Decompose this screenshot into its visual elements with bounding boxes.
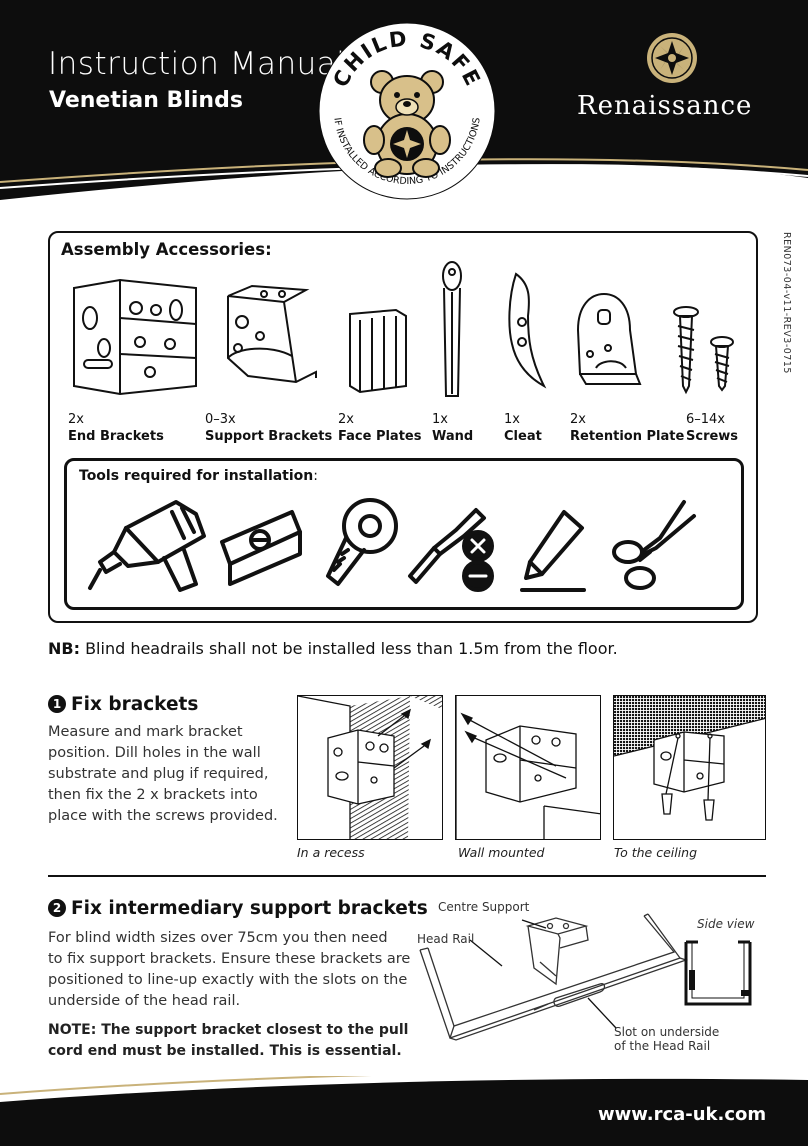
centre-support-label: Centre Support <box>438 900 530 914</box>
end-brackets-label: End Brackets <box>68 429 164 444</box>
tools-title: Tools required for installation: <box>79 468 318 484</box>
support-brackets-label: Support Brackets <box>205 429 333 444</box>
slot-label-line2: of the Head Rail <box>614 1039 711 1053</box>
ceiling-diagram <box>613 695 766 840</box>
page-subtitle: Venetian Blinds <box>49 88 243 113</box>
screws-label: Screws <box>686 429 739 444</box>
brand-name: Renaissance <box>577 91 753 121</box>
recess-caption: In a recess <box>297 845 365 860</box>
retention-plate-label: Retention Plate <box>570 429 685 444</box>
end-bracket-icon <box>73 278 197 396</box>
support-bracket-icon <box>227 284 317 384</box>
step2-number: 2 <box>48 899 66 917</box>
retention-plate-icon <box>576 292 642 385</box>
screwdriver-icon <box>408 508 494 592</box>
wand-label: Wand <box>432 429 474 444</box>
retention-plate-qty: 2x <box>570 412 586 427</box>
accessories-illustrations <box>73 261 734 397</box>
slot-label-line1: Slot on underside <box>614 1025 720 1039</box>
website-link[interactable]: www.rca-uk.com <box>598 1104 767 1125</box>
document-reference: REN073-04-v11-REV3-0715 <box>781 232 792 374</box>
scissors-icon <box>612 500 696 590</box>
cleat-icon <box>508 272 547 389</box>
side-view-label: Side view <box>697 917 755 931</box>
screw-icon <box>673 306 734 395</box>
wall-mounted-diagram <box>455 695 601 840</box>
head-rail-diagram <box>419 913 752 1041</box>
cleat-qty: 1x <box>504 412 520 427</box>
tools-illustrations <box>88 498 696 592</box>
screws-qty: 6–14x <box>686 412 726 427</box>
support-brackets-qty: 0–3x <box>205 412 236 427</box>
step1-number: 1 <box>48 695 66 713</box>
wall-mounted-caption: Wall mounted <box>458 845 545 860</box>
spirit-level-icon <box>220 510 302 586</box>
wand-qty: 1x <box>432 412 448 427</box>
tape-measure-icon <box>326 498 398 586</box>
accessories-title: Assembly Accessories: <box>61 240 272 259</box>
ceiling-caption: To the ceiling <box>614 845 698 860</box>
cleat-label: Cleat <box>504 429 542 444</box>
drill-icon <box>88 500 206 592</box>
footer-band <box>0 1076 808 1146</box>
pencil-icon <box>520 510 586 592</box>
child-safe-seal: CHILD SAFE IF INSTALLED ACCORDING TO INS… <box>318 22 496 200</box>
step2-note: NOTE: The support bracket closest to the… <box>48 1022 409 1059</box>
face-plate-icon <box>349 308 407 394</box>
wand-icon <box>442 261 462 397</box>
recess-diagram <box>297 695 443 840</box>
head-rail-label: Head Rail <box>417 932 475 946</box>
step1-text: Measure and mark bracket position. Dill … <box>48 724 278 824</box>
end-brackets-qty: 2x <box>68 412 84 427</box>
page-title: Instruction Manual <box>48 46 346 82</box>
accessories-panel <box>48 231 758 623</box>
step2-text: For blind width sizes over 75cm you then… <box>48 930 411 1009</box>
face-plates-qty: 2x <box>338 412 354 427</box>
side-view-icon <box>684 940 752 1006</box>
face-plates-label: Face Plates <box>338 429 422 444</box>
tools-panel <box>64 458 744 610</box>
section-divider <box>48 875 766 877</box>
renaissance-logo-icon <box>647 33 697 83</box>
height-warning: NB: Blind headrails shall not be install… <box>48 639 618 658</box>
